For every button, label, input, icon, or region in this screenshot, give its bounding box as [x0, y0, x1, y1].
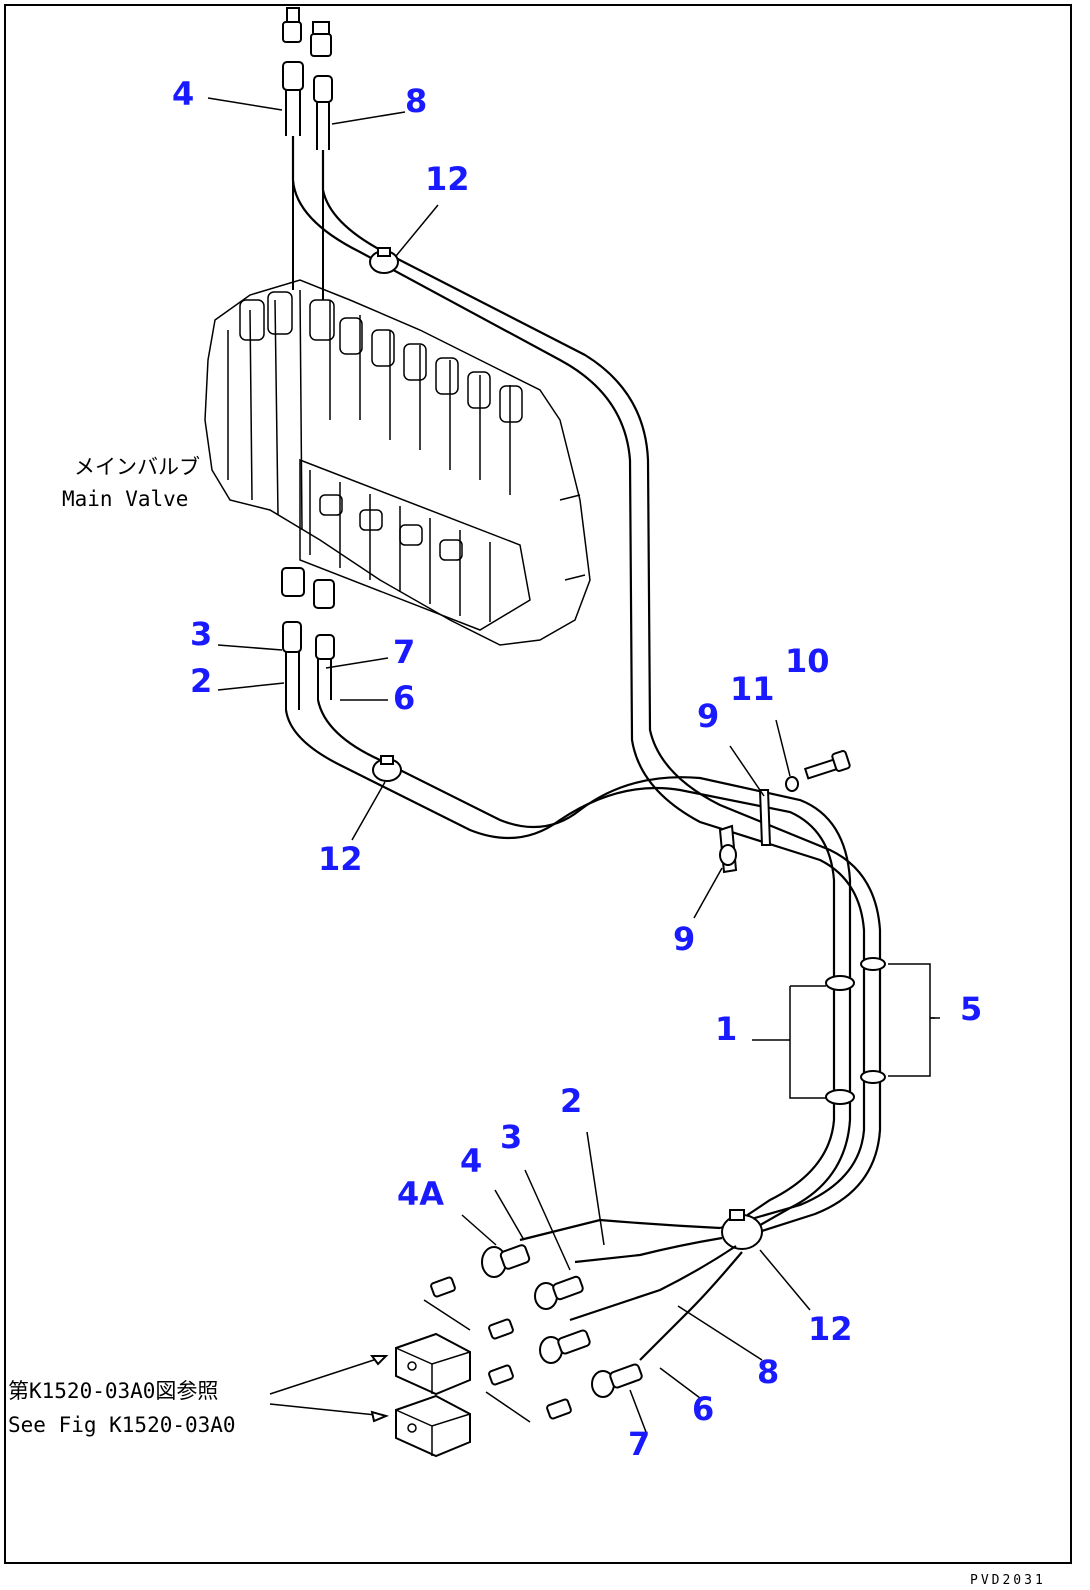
- label-7-mid: 7: [393, 633, 415, 671]
- label-3-mid: 3: [190, 615, 212, 653]
- washer-11: [785, 776, 799, 792]
- label-11: 11: [730, 670, 775, 708]
- label-7-bottom: 7: [628, 1425, 650, 1463]
- upper-pipe: [291, 136, 882, 1240]
- label-9-lower: 9: [673, 920, 695, 958]
- notes: メインバルブ Main Valve 第K1520-03A0図参照 See Fig…: [8, 455, 236, 1437]
- label-12-top: 12: [425, 160, 470, 198]
- label-10: 10: [785, 642, 830, 680]
- label-1: 1: [715, 1010, 737, 1048]
- label-4a: 4A: [397, 1175, 444, 1213]
- bracket-clamp-9: [718, 789, 772, 874]
- label-6-mid: 6: [393, 679, 415, 717]
- label-9-upper: 9: [697, 697, 719, 735]
- label-2-mid: 2: [190, 662, 212, 700]
- leader-lines: [207, 97, 940, 1433]
- main-valve-jp-note: メインバルブ: [74, 455, 200, 479]
- label-2-bottom: 2: [560, 1082, 582, 1120]
- see-fig-en-note: See Fig K1520-03A0: [8, 1413, 236, 1437]
- valve-blocks: [395, 1332, 471, 1458]
- main-valve-en-note: Main Valve: [62, 487, 188, 511]
- middle-fittings: [281, 567, 335, 710]
- bottom-hoses: [481, 1218, 743, 1398]
- main-valve: [204, 279, 591, 646]
- part-labels: 4 8 12 3 2 7 6 12 9 11 10 9 1 5 4A 4 3 2…: [172, 75, 982, 1463]
- bolt-10: [803, 750, 851, 780]
- label-4-bottom: 4: [460, 1142, 482, 1180]
- lower-pipe: [284, 699, 852, 1229]
- label-4-top: 4: [172, 75, 194, 113]
- drawing-code: PVD2031: [970, 1573, 1046, 1588]
- see-fig-jp-note: 第K1520-03A0図参照: [8, 1379, 218, 1403]
- label-3-bottom: 3: [500, 1118, 522, 1156]
- label-5: 5: [960, 990, 982, 1028]
- label-12-bottom: 12: [808, 1310, 853, 1348]
- label-8-top: 8: [405, 82, 427, 120]
- label-6-bottom: 6: [692, 1390, 714, 1428]
- top-fittings: [282, 7, 333, 150]
- clamps-12: [369, 247, 763, 1250]
- adapters: [423, 1276, 572, 1423]
- label-8-bottom: 8: [757, 1353, 779, 1391]
- label-12-mid: 12: [318, 840, 363, 878]
- clamps-1-5: [825, 957, 886, 1105]
